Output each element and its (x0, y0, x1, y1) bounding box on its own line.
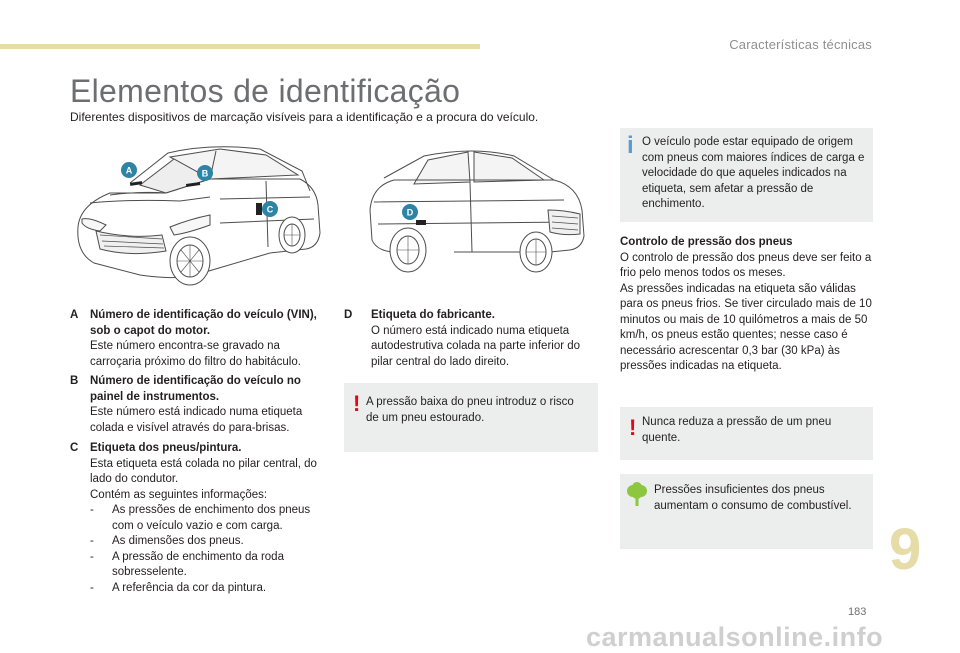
tree-icon (627, 482, 647, 506)
item-c: C Etiqueta dos pneus/pintura. Esta etiqu… (70, 441, 325, 596)
pressure-control-section: Controlo de pressão dos pneus O controlo… (620, 235, 874, 375)
low-pressure-warning-text: A pressão baixa do pneu introduz o risco… (366, 396, 574, 424)
watermark: carmanualsonline.info (586, 622, 884, 652)
item-c-list: As pressões de enchimento dos pneus com … (90, 503, 325, 596)
exclamation-icon: ! (353, 391, 361, 416)
chapter-number: 9 (889, 517, 922, 582)
badge-d: D (402, 204, 418, 220)
svg-text:C: C (267, 205, 274, 215)
header-accent-bar (0, 44, 480, 49)
eco-tip-text: Pressões insuficientes dos pneus aumenta… (654, 484, 852, 512)
item-c-letter: C (70, 442, 79, 454)
eco-tip-box: Pressões insuficientes dos pneus aumenta… (620, 474, 873, 549)
badge-c: C (262, 201, 278, 217)
item-c-text2: Contém as seguintes informações: (90, 488, 268, 501)
item-d-heading: Etiqueta do fabricante. (371, 309, 495, 321)
item-a-text: Este número encontra-se gravado na carro… (90, 340, 301, 368)
svg-text:B: B (202, 169, 209, 179)
info-icon: i (627, 132, 634, 159)
badge-a: A (121, 162, 137, 178)
item-d-letter: D (344, 309, 353, 321)
car-front-illustration: A B C (77, 146, 321, 286)
item-a-heading: Número de identificação do veículo (VIN)… (90, 309, 317, 337)
item-b-text: Este número está indicado numa etiqueta … (90, 406, 303, 434)
low-pressure-warning-box: ! A pressão baixa do pneu introduz o ris… (344, 383, 598, 452)
exclamation-icon: ! (629, 415, 637, 440)
list-item: A pressão de enchimento da roda sobresse… (90, 550, 325, 581)
never-reduce-warning-text: Nunca reduza a pressão de um pneu quente… (642, 416, 832, 444)
item-b-letter: B (70, 375, 79, 387)
pressure-control-p1: O controlo de pressão dos pneus deve ser… (620, 251, 872, 280)
item-a-letter: A (70, 309, 79, 321)
never-reduce-warning-box: ! Nunca reduza a pressão de um pneu quen… (620, 407, 873, 460)
page-number: 183 (848, 606, 867, 618)
badge-b: B (197, 165, 213, 181)
list-item: As dimensões dos pneus. (90, 534, 325, 550)
item-b-heading: Número de identificação do veículo no pa… (90, 375, 301, 403)
item-d-text: O número está indicado numa etiqueta aut… (371, 324, 581, 368)
svg-text:D: D (407, 208, 414, 218)
car-side-illustration: D (369, 150, 585, 273)
section-title: Características técnicas (729, 37, 872, 52)
page-title: Elementos de identificação (70, 73, 461, 109)
item-b: B Número de identificação do veículo no … (70, 374, 325, 436)
list-item: A referência da cor da pintura. (90, 581, 325, 597)
item-c-text1: Esta etiqueta está colada no pilar centr… (90, 457, 317, 486)
svg-text:A: A (126, 166, 133, 176)
page-subtitle: Diferentes dispositivos de marcação visí… (70, 110, 539, 124)
item-a: A Número de identificação do veículo (VI… (70, 308, 325, 370)
tire-info-box: i O veículo pode estar equipado de orige… (620, 128, 873, 222)
item-c-heading: Etiqueta dos pneus/pintura. (90, 442, 242, 454)
item-d: D Etiqueta do fabricante. O número está … (344, 308, 599, 370)
pressure-control-p2: As pressões indicadas na etiqueta são vá… (620, 282, 872, 373)
list-item: As pressões de enchimento dos pneus com … (90, 503, 325, 534)
tire-info-text: O veículo pode estar equipado de origem … (642, 136, 865, 210)
pressure-control-heading: Controlo de pressão dos pneus (620, 236, 793, 248)
